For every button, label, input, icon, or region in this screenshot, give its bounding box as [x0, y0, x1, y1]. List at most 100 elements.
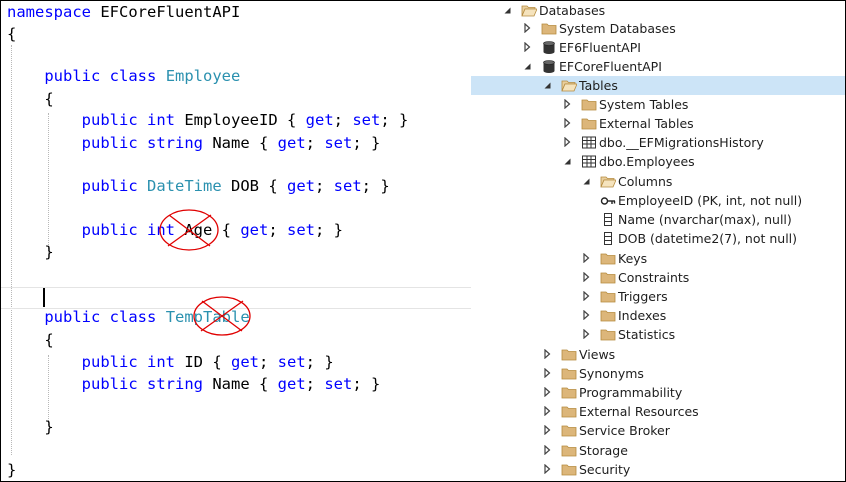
indent-guide: [48, 355, 49, 425]
code-line[interactable]: public int Age { get; set; }: [7, 219, 343, 241]
collapse-arrow-icon[interactable]: [502, 5, 512, 15]
collapse-arrow-icon[interactable]: [542, 80, 552, 90]
tree-node[interactable]: Databases: [471, 1, 845, 20]
expand-arrow-icon[interactable]: [581, 291, 591, 301]
code-line[interactable]: public string Name { get; set; }: [7, 132, 381, 154]
tree-node-label: External Tables: [599, 116, 694, 131]
expand-arrow-icon[interactable]: [581, 329, 591, 339]
expand-arrow-icon[interactable]: [542, 425, 552, 435]
tree-node[interactable]: DOB (datetime2(7), not null): [471, 229, 845, 248]
code-line[interactable]: }: [7, 241, 53, 263]
code-token: public: [81, 134, 138, 152]
tree-node-label: EFCoreFluentAPI: [559, 59, 662, 74]
code-line[interactable]: public int ID { get; set; }: [7, 351, 334, 373]
expand-arrow-icon[interactable]: [542, 445, 552, 455]
code-line[interactable]: public string Name { get; set; }: [7, 373, 381, 395]
tree-node-label: Databases: [539, 3, 606, 18]
tree-node[interactable]: System Tables: [471, 95, 845, 114]
tree-node[interactable]: EFCoreFluentAPI: [471, 57, 845, 76]
code-token: }: [7, 418, 54, 436]
code-token: public: [81, 177, 138, 195]
cross-out-temptable: [193, 296, 251, 336]
code-token: get: [231, 353, 259, 371]
folder-icon: [561, 464, 577, 476]
code-line[interactable]: public DateTime DOB { get; set; }: [7, 175, 390, 197]
tree-node-label: Indexes: [618, 308, 667, 323]
code-line[interactable]: {: [7, 23, 16, 45]
expand-arrow-icon[interactable]: [581, 310, 591, 320]
code-token: [156, 67, 165, 85]
tree-node[interactable]: Storage: [471, 441, 845, 460]
expand-arrow-icon[interactable]: [562, 118, 572, 128]
code-token: get: [286, 177, 315, 195]
expand-arrow-icon[interactable]: [522, 42, 532, 52]
collapse-arrow-icon[interactable]: [522, 61, 532, 71]
tree-node-label: Triggers: [618, 289, 668, 304]
tree-node-label: External Resources: [579, 404, 699, 419]
code-token: [138, 375, 147, 393]
code-token: ; }: [380, 111, 409, 129]
code-line[interactable]: namespace EFCoreFluentAPI: [7, 1, 240, 23]
collapse-arrow-icon[interactable]: [562, 156, 572, 166]
tree-node[interactable]: Keys: [471, 249, 845, 268]
code-token: ;: [314, 177, 334, 195]
code-line[interactable]: }: [7, 459, 16, 481]
expand-arrow-icon[interactable]: [562, 99, 572, 109]
tree-node[interactable]: External Tables: [471, 114, 845, 133]
expand-arrow-icon[interactable]: [542, 368, 552, 378]
code-line[interactable]: {: [7, 329, 53, 351]
code-token: [7, 308, 44, 326]
tree-node[interactable]: Name (nvarchar(max), null): [471, 210, 845, 229]
expand-arrow-icon[interactable]: [522, 23, 532, 33]
code-token: ; }: [352, 375, 381, 393]
code-token: set: [324, 375, 353, 393]
tree-node[interactable]: Synonyms: [471, 364, 845, 383]
expand-arrow-icon[interactable]: [581, 272, 591, 282]
tree-node[interactable]: Service Broker: [471, 421, 845, 440]
tree-node-label: Service Broker: [579, 423, 670, 438]
tree-node[interactable]: dbo.Employees: [471, 152, 845, 171]
tree-node-label: EF6FluentAPI: [559, 40, 641, 55]
key-icon: [600, 197, 616, 205]
tree-node[interactable]: Constraints: [471, 268, 845, 287]
folder-icon: [600, 253, 616, 265]
code-line[interactable]: {: [7, 88, 53, 110]
collapse-arrow-icon[interactable]: [581, 176, 591, 186]
tree-node[interactable]: EF6FluentAPI: [471, 38, 845, 57]
tree-node[interactable]: Columns: [471, 172, 845, 191]
expand-arrow-icon[interactable]: [562, 137, 572, 147]
folder-icon: [600, 310, 616, 322]
tree-node[interactable]: EmployeeID (PK, int, not null): [471, 191, 845, 210]
tree-node[interactable]: Views: [471, 345, 845, 364]
code-token: [100, 308, 109, 326]
code-token: public: [44, 308, 101, 326]
expand-arrow-icon[interactable]: [581, 253, 591, 263]
tree-node[interactable]: Statistics: [471, 325, 845, 344]
expand-arrow-icon[interactable]: [542, 406, 552, 416]
code-editor[interactable]: namespace EFCoreFluentAPI { public class…: [1, 1, 471, 481]
expand-arrow-icon[interactable]: [542, 464, 552, 474]
code-line[interactable]: public class Employee: [7, 65, 240, 87]
tree-node[interactable]: dbo.__EFMigrationsHistory: [471, 133, 845, 152]
code-token: [156, 308, 165, 326]
tree-node[interactable]: Security: [471, 460, 845, 479]
table-icon: [582, 155, 596, 168]
expand-arrow-icon[interactable]: [542, 349, 552, 359]
tree-node-label: Name (nvarchar(max), null): [618, 212, 792, 227]
code-line[interactable]: public int EmployeeID { get; set; }: [7, 109, 409, 131]
tree-node[interactable]: Programmability: [471, 383, 845, 402]
code-token: [138, 177, 147, 195]
tree-node-label: Statistics: [618, 327, 676, 342]
tree-node[interactable]: Indexes: [471, 306, 845, 325]
code-token: ;: [333, 111, 353, 129]
code-line[interactable]: }: [7, 416, 54, 438]
expand-arrow-icon[interactable]: [542, 387, 552, 397]
tree-node[interactable]: Triggers: [471, 287, 845, 306]
code-token: [7, 353, 82, 371]
code-token: get: [240, 221, 269, 239]
tree-node[interactable]: System Databases: [471, 19, 845, 38]
tree-node[interactable]: External Resources: [471, 402, 845, 421]
tree-node[interactable]: Tables: [471, 76, 845, 95]
